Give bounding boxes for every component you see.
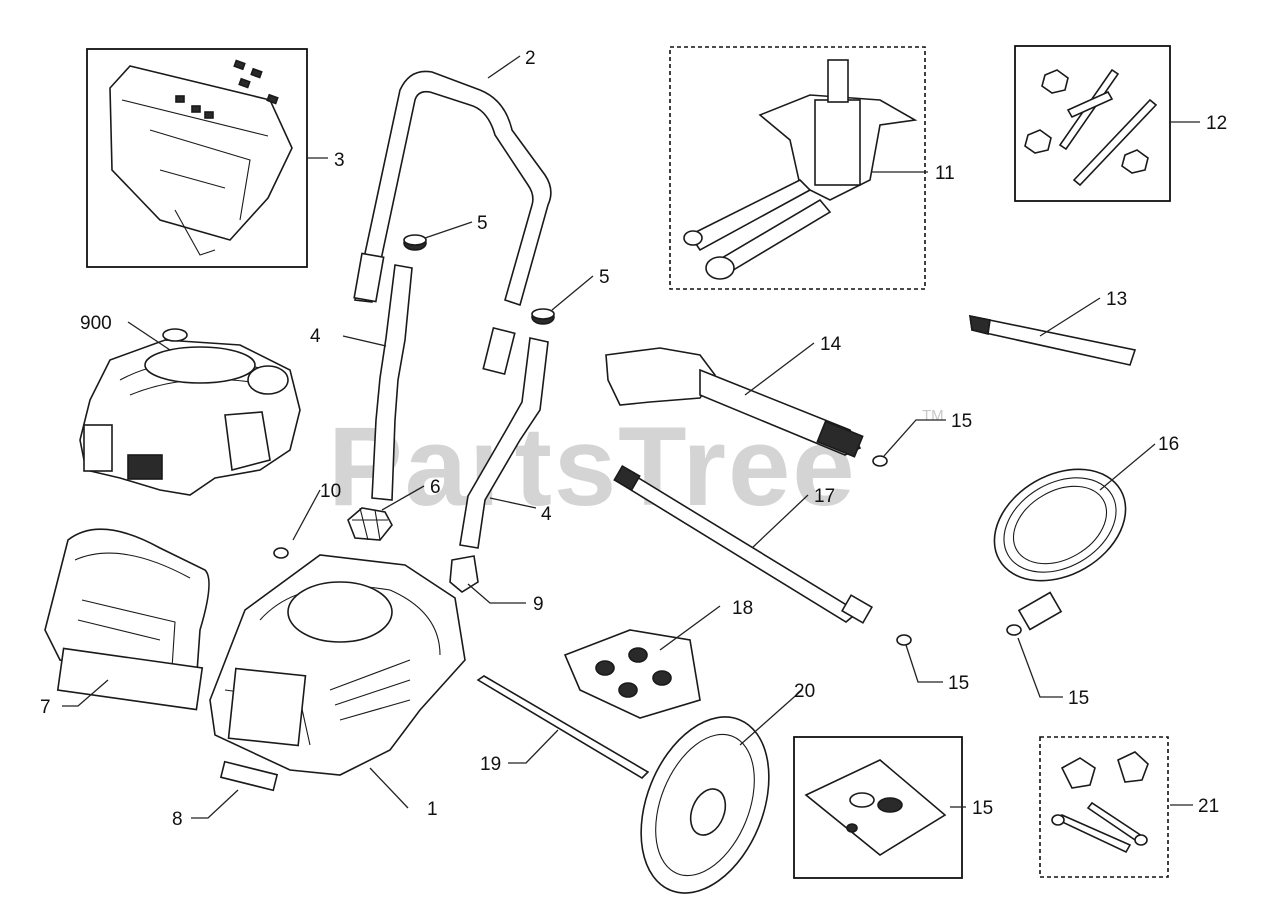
callout-11: 11 xyxy=(935,163,955,184)
part-21-box xyxy=(1039,736,1169,878)
leader-lines xyxy=(62,55,1200,819)
callout-15-a: 15 xyxy=(951,411,972,432)
part-17-wand[interactable] xyxy=(613,464,873,624)
part-12-box xyxy=(1014,45,1171,202)
part-2-handle[interactable] xyxy=(353,70,552,376)
callout-18: 18 xyxy=(732,598,753,619)
part-4-tube-right[interactable] xyxy=(459,337,549,549)
callout-4-b: 4 xyxy=(541,504,552,525)
part-5-cap-a[interactable] xyxy=(403,234,427,251)
part-18-nozzle-kit[interactable] xyxy=(563,629,701,719)
part-1-frame[interactable] xyxy=(209,554,466,776)
part-6-bracket[interactable] xyxy=(347,507,393,541)
part-11-box xyxy=(669,46,926,290)
part-15-washer-c[interactable] xyxy=(1006,624,1022,636)
callout-10: 10 xyxy=(320,481,341,502)
callout-17: 17 xyxy=(814,486,835,507)
part-10-washer[interactable] xyxy=(273,547,289,559)
watermark: PartsTree TM xyxy=(328,404,944,529)
part-21-knob-kit[interactable] xyxy=(1039,736,1169,878)
callout-21: 21 xyxy=(1198,796,1219,817)
part-20-wheel[interactable] xyxy=(617,698,793,912)
part-19-axle[interactable] xyxy=(476,675,650,780)
part-12-hardware[interactable] xyxy=(1014,45,1171,202)
callout-16: 16 xyxy=(1158,434,1179,455)
callout-9: 9 xyxy=(533,594,544,615)
callout-900: 900 xyxy=(80,313,112,334)
callout-2: 2 xyxy=(525,48,536,69)
callout-4-a: 4 xyxy=(310,326,321,347)
callout-15-b: 15 xyxy=(948,673,969,694)
callout-12: 12 xyxy=(1206,113,1227,134)
part-15-plate-kit[interactable] xyxy=(793,736,963,879)
callout-5-a: 5 xyxy=(477,213,488,234)
part-9-coupler[interactable] xyxy=(449,555,479,593)
callout-6: 6 xyxy=(430,477,441,498)
part-16-hose[interactable] xyxy=(974,447,1145,631)
callout-1: 1 xyxy=(427,799,438,820)
part-15-washer-a[interactable] xyxy=(872,455,888,467)
part-5-cap-b[interactable] xyxy=(531,308,555,325)
callout-15-d: 15 xyxy=(972,798,993,819)
callout-15-c: 15 xyxy=(1068,688,1089,709)
watermark-trademark: TM xyxy=(922,407,944,424)
part-3-box xyxy=(86,48,308,268)
callout-20: 20 xyxy=(794,681,815,702)
callout-7: 7 xyxy=(40,697,51,718)
part-13-strap[interactable] xyxy=(969,314,1137,366)
part-11-pump[interactable] xyxy=(669,46,926,290)
callout-19: 19 xyxy=(480,754,501,775)
callout-14: 14 xyxy=(820,334,842,355)
watermark-text: PartsTree xyxy=(328,404,857,529)
callout-3: 3 xyxy=(334,150,345,171)
callout-8: 8 xyxy=(172,809,183,830)
callout-5-b: 5 xyxy=(599,267,610,288)
part-7-front-guard[interactable] xyxy=(44,528,210,711)
part-900-engine[interactable] xyxy=(79,328,301,496)
part-8-tube[interactable] xyxy=(219,760,279,792)
callout-labels: 1 2 3 4 4 5 5 6 7 8 9 10 11 12 13 14 15 … xyxy=(40,48,1227,830)
part-3-shroud[interactable] xyxy=(86,48,308,268)
part-4-tube-left[interactable] xyxy=(371,264,413,501)
part-15-washer-b[interactable] xyxy=(896,634,912,646)
callout-13: 13 xyxy=(1106,289,1127,310)
part-14-spray-gun[interactable] xyxy=(605,347,864,458)
